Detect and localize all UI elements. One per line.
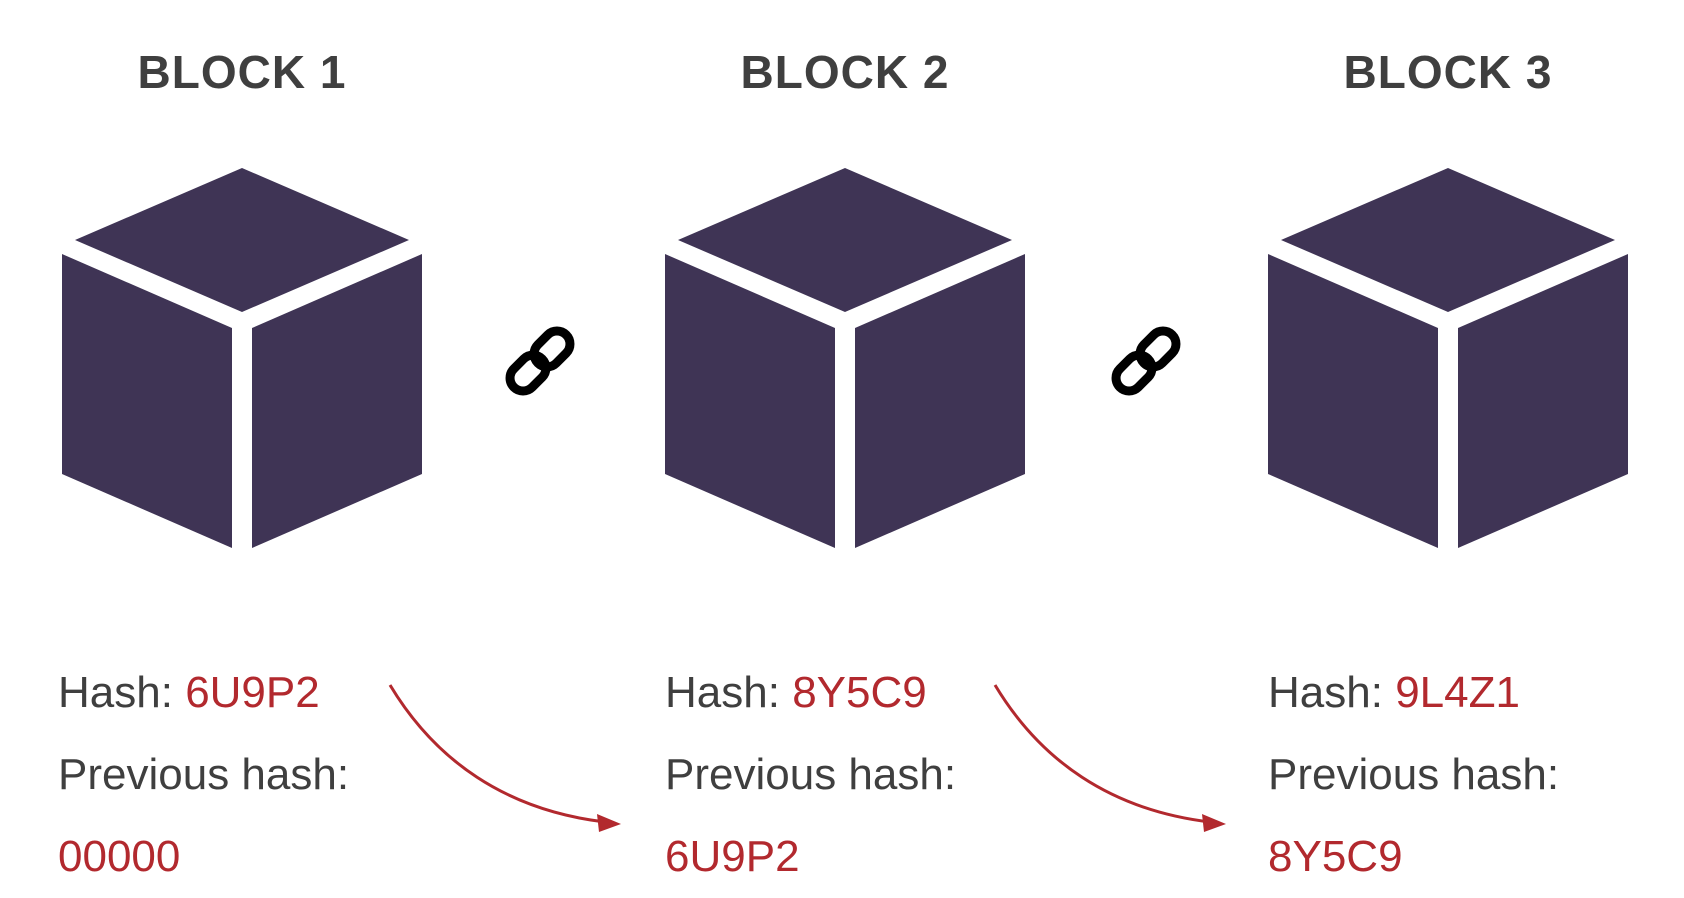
block-1-cube-icon [62, 168, 422, 548]
hash-value: 8Y5C9 [792, 668, 927, 717]
block-1-info: Hash: 6U9P2 Previous hash: 00000 [58, 652, 478, 898]
previous-hash-value: 8Y5C9 [1268, 832, 1403, 881]
hash-value: 9L4Z1 [1395, 668, 1520, 717]
hash-reference-arrow-2 [993, 684, 1226, 832]
hash-reference-arrow-1 [388, 684, 621, 832]
block-3-cube-icon [1268, 168, 1628, 548]
previous-hash-label: Previous hash: [58, 750, 350, 799]
block-2-title: BLOCK 2 [740, 46, 950, 98]
previous-hash-label: Previous hash: [665, 750, 957, 799]
block-2-info: Hash: 8Y5C9 Previous hash: 6U9P2 [665, 652, 1085, 898]
hash-label: Hash: [665, 668, 780, 717]
hash-value: 6U9P2 [185, 668, 320, 717]
hash-label: Hash: [1268, 668, 1383, 717]
previous-hash-value: 6U9P2 [665, 832, 800, 881]
chain-link-icon-2 [1111, 326, 1181, 396]
block-1-title: BLOCK 1 [137, 46, 347, 98]
hash-label: Hash: [58, 668, 173, 717]
block-3-info: Hash: 9L4Z1 Previous hash: 8Y5C9 [1268, 652, 1684, 898]
previous-hash-value: 00000 [58, 832, 181, 881]
block-2-cube-icon [665, 168, 1025, 548]
chain-link-icon-1 [505, 326, 575, 396]
previous-hash-label: Previous hash: [1268, 750, 1560, 799]
block-3-title: BLOCK 3 [1343, 46, 1553, 98]
